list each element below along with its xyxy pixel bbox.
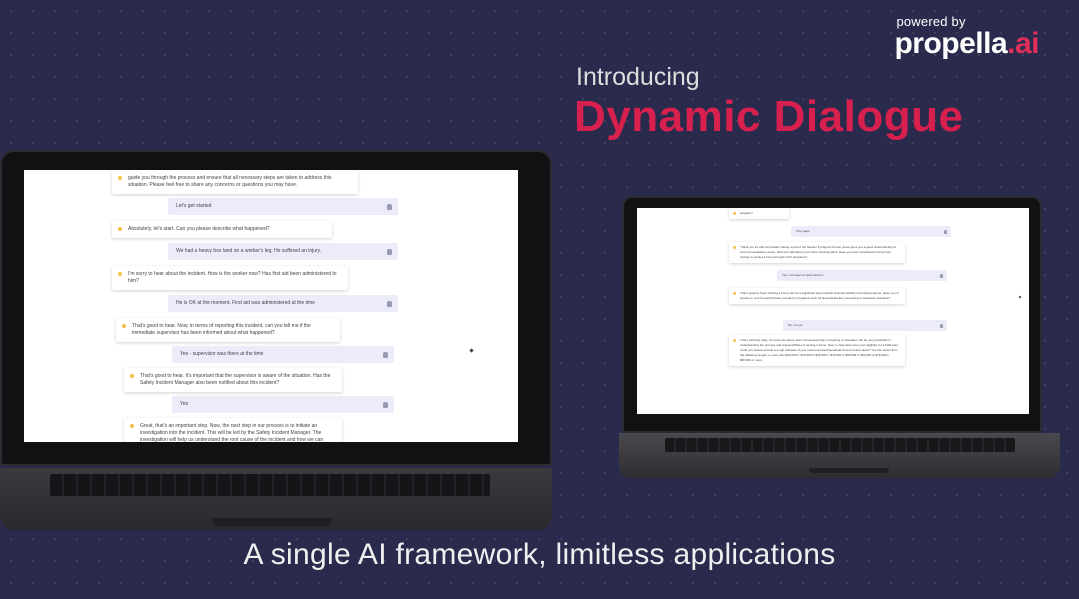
chat-message-user: Two years [791,226,951,237]
chat-message-bot: guide you through the process and ensure… [112,170,358,194]
message-text: He is OK at the moment. First aid was ad… [176,300,315,306]
chat-transcript-right: program? Two years Thank you for that in… [637,208,1029,414]
chat-message-bot: That's great to hear! Owning a home can … [729,288,905,304]
chat-transcript-left: guide you through the process and ensure… [24,170,518,442]
chat-message-bot: Great, that's an important step. Now, th… [124,418,342,442]
intro-text: Introducing [576,63,700,91]
user-icon [387,203,392,210]
message-text: Two years [796,229,810,233]
chat-message-bot: I'm sorry to hear about the incident. Ho… [112,266,348,290]
chat-message-bot: That's good to hear. Now, in terms of re… [116,318,340,342]
chat-message-user: Yes [172,396,394,413]
message-text: Yes [180,401,189,407]
chat-message-user: No, not yet [783,320,947,331]
message-text: We had a heavy box land on a worker's le… [176,248,322,254]
chat-message-user: Yes, I am keen to learn about it [777,270,947,281]
chat-message-bot: That's good to hear. It's important that… [124,368,342,392]
laptop-left-screen: guide you through the process and ensure… [24,170,518,442]
tagline: A single AI framework, limitless applica… [243,538,836,571]
chat-message-bot: Thank you for that information. Being a … [729,242,905,263]
keyboard [50,474,490,496]
brand-name: propella [894,27,1008,60]
user-icon [940,273,943,278]
trackpad-notch [212,518,332,526]
chat-message-user: Yes - supervisor was there at the time [172,346,394,363]
laptop-left-lid: guide you through the process and ensure… [0,150,552,466]
propella-logo-text: propella.ai [894,29,1039,59]
chat-message-user: Let's get started [168,198,398,215]
laptop-right-screen: program? Two years Thank you for that in… [637,208,1029,414]
user-icon [383,351,388,358]
user-icon [940,323,943,328]
mouse-cursor-icon [1018,295,1022,299]
chat-message-bot: That's perfectly okay. It's never too la… [729,335,905,366]
user-icon [383,401,388,408]
laptop-right: program? Two years Thank you for that in… [619,196,1060,480]
chat-message-bot: Absolutely, let's start. Can you please … [112,221,332,238]
user-icon [387,248,392,255]
brand-suffix: .ai [1007,27,1039,60]
laptop-right-lid: program? Two years Thank you for that in… [622,196,1042,433]
message-text: Let's get started [176,203,212,209]
chat-message-bot: program? [729,208,789,219]
user-icon [387,300,392,307]
brand-logo: powered by propella.ai [894,14,1039,59]
chat-message-user: He is OK at the moment. First aid was ad… [168,295,398,312]
message-text: No, not yet [788,323,803,327]
message-text: Yes, I am keen to learn about it [782,273,824,277]
user-icon [944,229,947,234]
laptop-left-base [0,468,552,530]
powered-by-label: powered by [896,14,966,29]
message-text: Yes - supervisor was there at the time [180,351,264,357]
laptop-left: guide you through the process and ensure… [0,150,552,530]
chat-message-user: We had a heavy box land on a worker's le… [168,243,398,260]
headline: Dynamic Dialogue [574,92,964,141]
mouse-cursor-icon [469,348,474,353]
trackpad-notch [809,468,889,473]
keyboard [665,438,1015,452]
laptop-right-base [619,433,1060,478]
